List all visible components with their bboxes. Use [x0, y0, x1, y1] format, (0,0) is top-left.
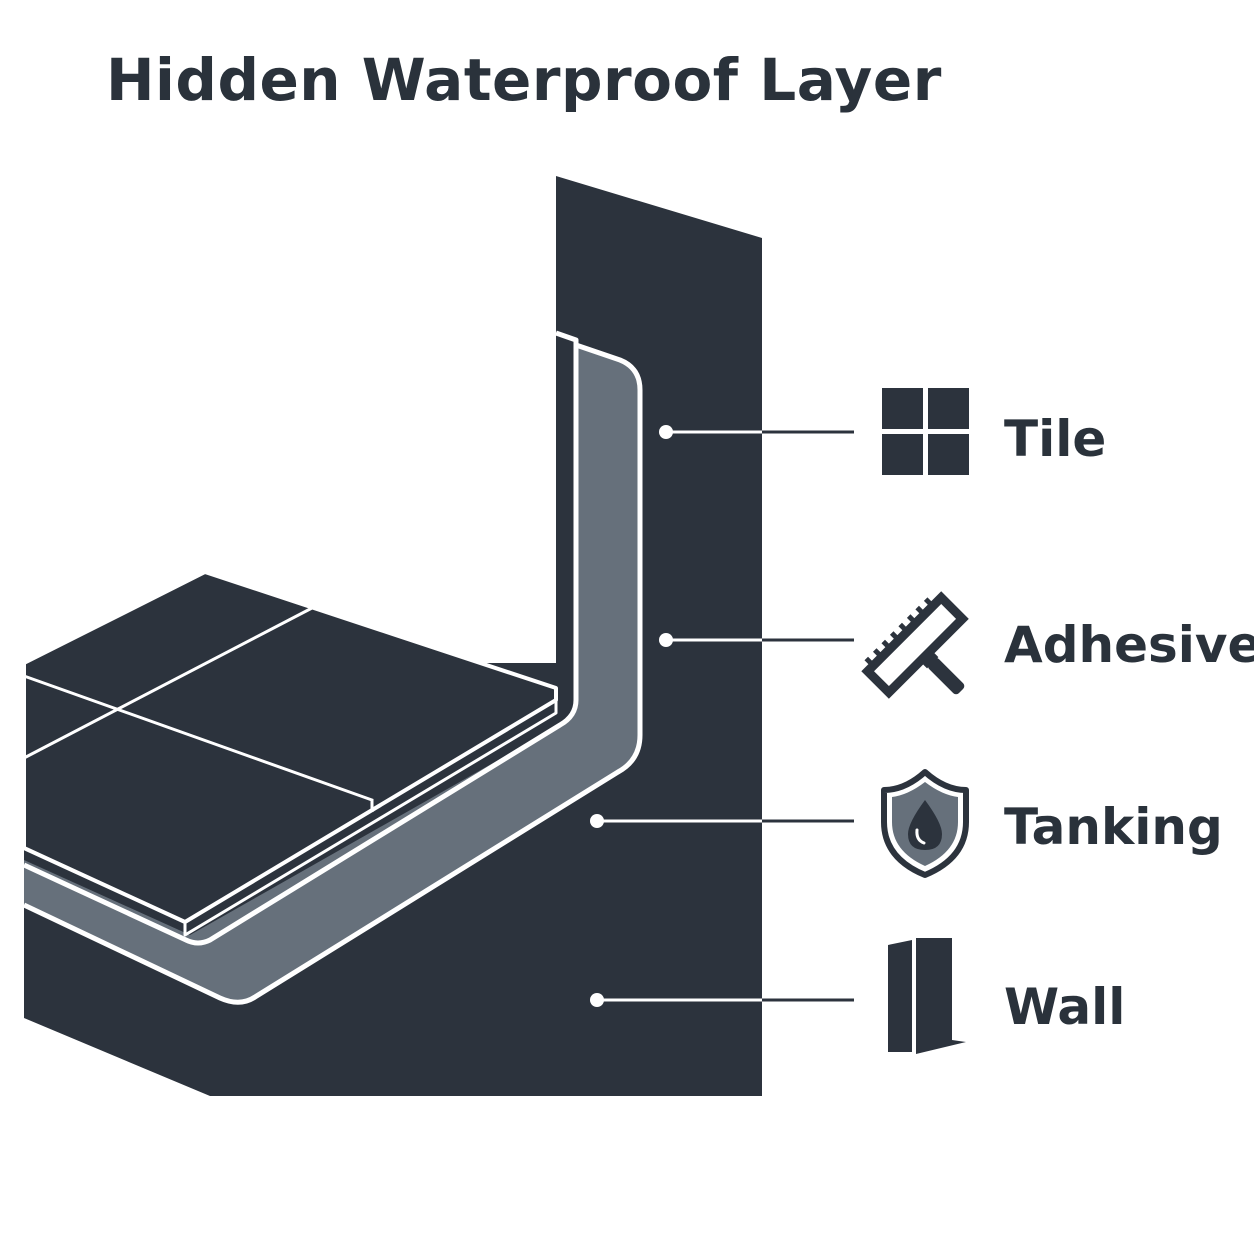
label-tanking: Tanking [1004, 798, 1223, 856]
leader-wall [590, 993, 854, 1007]
notched-trowel-icon [861, 591, 969, 699]
tanking-membrane [24, 345, 640, 1003]
tanking-outline [22, 342, 643, 1005]
shield-water-drop-icon [881, 769, 969, 878]
wall-panel-icon [888, 938, 966, 1054]
leader-tanking [590, 814, 854, 828]
label-adhesive: Adhesive [1004, 616, 1254, 674]
adhesive-layer [22, 330, 579, 946]
tile-grout-line [23, 606, 313, 760]
label-tile: Tile [1004, 410, 1106, 468]
tile-grout-line [23, 674, 374, 812]
leader-adhesive [659, 633, 854, 647]
label-wall: Wall [1004, 978, 1125, 1036]
tile-grid-icon [882, 388, 969, 475]
tile-front-edge [183, 700, 558, 937]
diagram-title: Hidden Waterproof Layer [106, 46, 942, 114]
